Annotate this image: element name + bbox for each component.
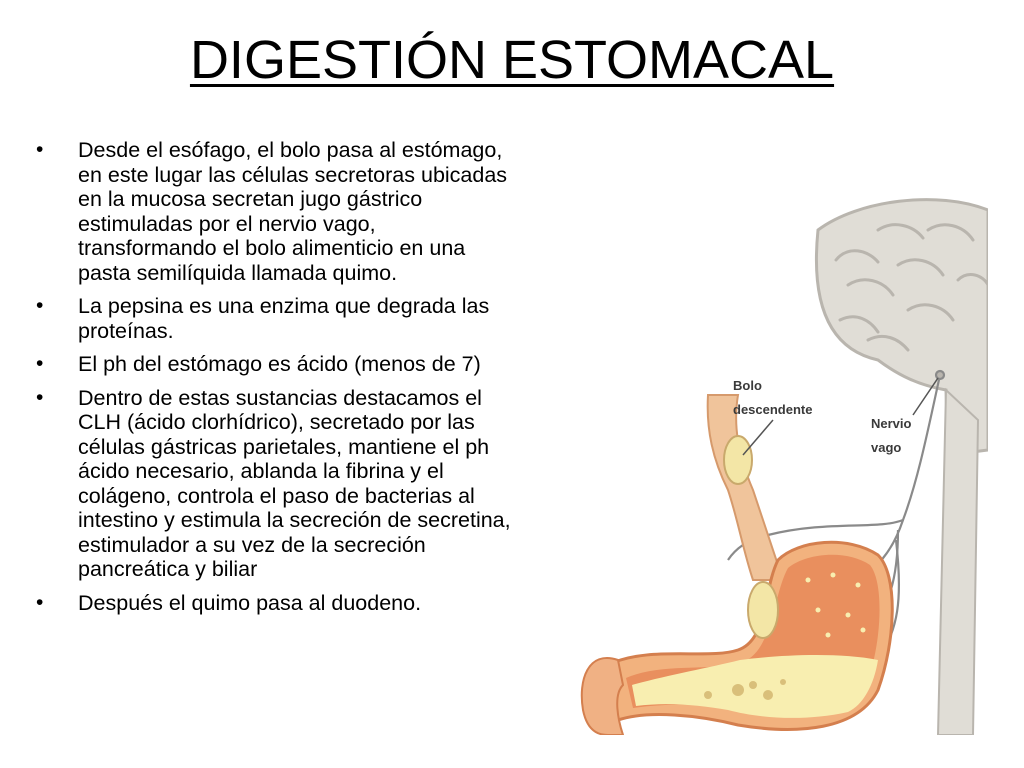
bullet-item: • Dentro de estas sustancias destacamos … — [32, 386, 512, 582]
food-particles — [704, 679, 786, 700]
secretion-dots — [805, 572, 866, 638]
bullet-marker: • — [36, 385, 44, 409]
bullet-text: Después el quimo pasa al duodeno. — [78, 590, 422, 615]
bullet-item: • La pepsina es una enzima que degrada l… — [32, 294, 512, 343]
bullet-item: • Después el quimo pasa al duodeno. — [32, 591, 512, 616]
bullet-text: La pepsina es una enzima que degrada las… — [78, 294, 490, 343]
label-nervio-line2: vago — [871, 440, 901, 455]
label-bolo-descendente: Bolo descendente — [733, 378, 812, 456]
label-bolo-line2: descendente — [733, 402, 812, 417]
label-bolo-line1: Bolo — [733, 378, 762, 393]
stomach-illustration: Bolo descendente Nervio vago — [580, 198, 988, 735]
slide-title: DIGESTIÓN ESTOMACAL — [189, 30, 835, 90]
bolus-in-stomach — [747, 581, 779, 639]
label-nervio-vago: Nervio vago — [871, 377, 939, 455]
bullet-text: Desde el esófago, el bolo pasa al estóma… — [78, 138, 508, 285]
bullet-item: • Desde el esófago, el bolo pasa al estó… — [32, 138, 512, 285]
bullet-text: El ph del estómago es ácido (menos de 7) — [78, 352, 481, 376]
label-nervio-line1: Nervio — [871, 416, 912, 431]
bullet-marker: • — [36, 352, 44, 375]
brain-outline — [814, 198, 988, 457]
duodenum — [580, 657, 625, 735]
label-bolo-leader — [742, 419, 774, 456]
bullet-text: Dentro de estas sustancias destacamos el… — [78, 385, 511, 582]
spinal-cord — [936, 387, 980, 735]
bullet-item: • El ph del estómago es ácido (menos de … — [32, 352, 512, 377]
bullet-list: • Desde el esófago, el bolo pasa al estó… — [32, 138, 512, 624]
brain-folds — [834, 223, 988, 352]
descending-bolus — [723, 435, 753, 485]
bullet-marker: • — [36, 590, 44, 614]
label-nervio-leader — [912, 377, 939, 416]
bullet-marker: • — [36, 138, 44, 161]
stomach — [606, 540, 894, 731]
brain-graphic — [814, 198, 988, 735]
nerve-node — [934, 369, 946, 381]
bullet-marker: • — [36, 294, 44, 317]
esophagus — [706, 394, 785, 581]
